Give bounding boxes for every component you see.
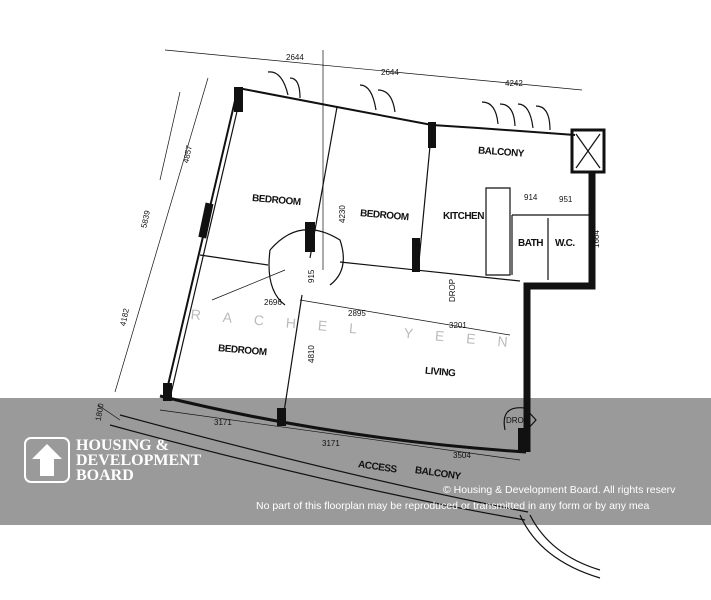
lift-cross-icon [575,133,601,169]
column [234,87,243,112]
lift-box [570,128,606,174]
logo-line-1: HOUSING & [76,436,169,454]
dim-left-total: 5839 [139,209,152,229]
room-label-bedroom-3: BEDROOM [218,343,268,358]
room-label-drop-1: DROP [448,279,457,302]
dim-bath-width: 914 [524,193,538,202]
room-label-kitchen: KITCHEN [443,211,484,222]
bath-walls [511,214,592,280]
dim-bedroom2-height: 4230 [338,205,347,223]
dim-door: 915 [307,269,316,283]
dim-left-2: 4182 [118,307,131,327]
access-balcony-curve [119,414,529,513]
dim-balcony-depth: 1800 [94,402,106,422]
dim-top-3: 4242 [505,79,523,88]
room-label-bath: BATH [518,238,543,249]
room-label-drop-2: DROP [506,416,529,425]
dim-living-height: 4810 [307,345,316,363]
right-wall [523,172,596,452]
top-wall [237,87,576,136]
hdb-logo: HOUSING & DEVELOPMENT BOARD [24,437,201,483]
column [428,122,436,148]
label-access: ACCESS [357,459,398,475]
bedroom-kitchen-wall [417,124,433,273]
left-wall-inner [169,89,243,399]
column [198,202,214,239]
column [305,222,315,252]
dim-mid-1: 2895 [348,309,366,318]
house-arrow-icon [24,437,70,483]
dimension-lines [97,49,583,461]
room-label-bedroom-1: BEDROOM [252,193,302,208]
dim-top-2: 2644 [381,68,399,77]
dim-top-1: 2644 [286,53,304,62]
room-label-bedroom-2: BEDROOM [360,208,410,223]
logo-line-3: BOARD [76,466,134,484]
bedroom-bottom-wall [199,254,521,282]
dim-bottom-3: 3504 [453,451,471,460]
column [277,408,286,426]
left-wall [164,87,239,399]
drop-door [503,407,537,433]
column [518,428,526,452]
column [412,238,420,272]
balcony-doors [267,71,551,131]
room-label-living: LIVING [425,366,457,380]
column [163,383,172,401]
dim-bedroom3-width: 2696 [264,298,282,307]
label-access-balcony: BALCONY [414,465,462,482]
room-label-wc: W.C. [555,238,575,249]
room-label-balcony: BALCONY [478,145,525,159]
dim-wc-height: 1664 [592,230,601,248]
bottom-curve-wall [159,394,527,454]
dim-bottom-2: 3171 [322,439,340,448]
copyright-line-2: No part of this floorplan may be reprodu… [256,500,650,512]
door-arc [268,229,344,306]
dim-left-1: 4857 [181,144,194,164]
dim-mid-2: 3201 [449,321,467,330]
dim-wc-width: 951 [559,195,573,204]
kitchen-counter [485,187,511,276]
bedroom3-right-wall [281,294,303,426]
access-balcony-curve-2 [109,424,526,521]
dim-bottom-1: 3171 [214,418,232,427]
stair-arc [519,514,601,579]
logo-line-2: DEVELOPMENT [76,451,202,469]
stair-arc-2 [529,514,601,571]
copyright-line-1: © Housing & Development Board. All right… [443,484,676,496]
